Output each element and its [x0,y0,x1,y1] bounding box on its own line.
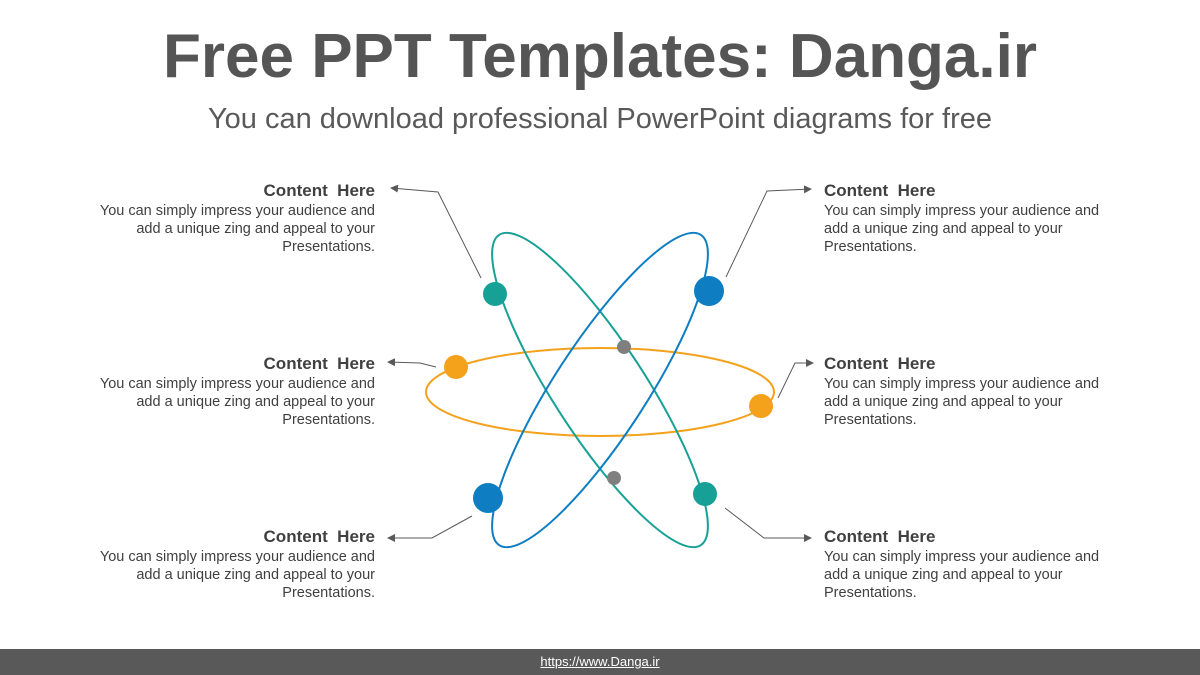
content-heading: Content Here [263,181,375,200]
content-heading: Content Here [824,181,936,200]
node-teal-top [483,282,507,306]
content-heading: Content Here [824,354,936,373]
content-heading: Content Here [263,354,375,373]
node-orange-left [444,355,468,379]
footer-link[interactable]: https://www.Danga.ir [540,654,660,669]
node-gray-top [617,340,631,354]
node-orange-right [749,394,773,418]
node-blue-top [694,276,724,306]
content-text: You can simply impress your audience and… [99,203,375,255]
node-blue-bottom [473,483,503,513]
orbit-horizontal [425,347,775,437]
connector-bottom-right [724,507,812,542]
orbit-teal [491,231,709,549]
node-gray-bottom [607,471,621,485]
connector-top-right [725,185,812,278]
footer-bar: https://www.Danga.ir [0,649,1200,675]
content-text: You can simply impress your audience and… [824,376,1100,428]
node-teal-bottom [693,482,717,506]
content-heading: Content Here [263,527,375,546]
content-block-top-right: Content Here You can simply impress your… [824,181,1124,256]
content-block-top-left: Content Here You can simply impress your… [75,181,375,256]
content-block-mid-left: Content Here You can simply impress your… [75,354,375,429]
content-heading: Content Here [824,527,936,546]
content-text: You can simply impress your audience and… [99,376,375,428]
connector-top-left [390,184,482,279]
page-title: Free PPT Templates: Danga.ir [163,22,1037,91]
connector-mid-left [387,358,437,368]
connector-mid-right [777,359,814,399]
orbit-blue [491,231,709,549]
content-text: You can simply impress your audience and… [99,549,375,601]
content-text: You can simply impress your audience and… [824,549,1100,601]
content-text: You can simply impress your audience and… [824,203,1100,255]
connector-bottom-left [387,515,473,542]
content-block-bottom-right: Content Here You can simply impress your… [824,527,1124,602]
page-subtitle: You can download professional PowerPoint… [207,103,992,135]
content-block-mid-right: Content Here You can simply impress your… [824,354,1124,429]
content-block-bottom-left: Content Here You can simply impress your… [75,527,375,602]
